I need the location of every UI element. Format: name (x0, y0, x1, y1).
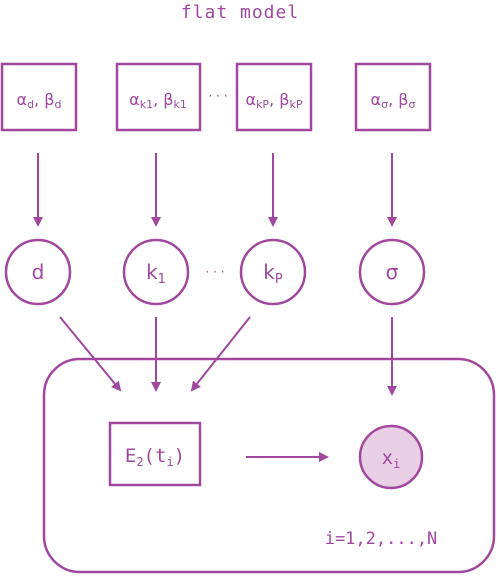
diagram-title: flat model (181, 2, 299, 23)
latent-label-sigma: σ (386, 260, 399, 284)
latent-node-kP (239, 238, 307, 306)
arrow-d-to-E2 (59, 316, 122, 392)
latent-label-d: d (32, 260, 45, 284)
prior-box-k1 (115, 62, 202, 132)
latent-ellipsis: · · · (205, 265, 224, 279)
prior-box-d (0, 62, 78, 132)
prior-box-kP (235, 62, 313, 132)
prior-label-d: αd, βd (17, 90, 62, 111)
plate-index-label: i=1,2,...,N (325, 529, 438, 549)
prior-box-sigma (354, 62, 432, 132)
prior-label-sigma: ασ, βσ (371, 90, 416, 111)
arrow-kP-to-E2 (190, 316, 251, 392)
observed-node-x (358, 424, 424, 490)
latent-label-kP: kP (263, 260, 283, 287)
latent-node-sigma (358, 238, 426, 306)
E2-label: E2(ti) (125, 445, 185, 469)
prior-ellipsis: · · · (208, 89, 227, 103)
prior-label-kP: αkP, βkP (246, 90, 303, 111)
plate (42, 357, 496, 574)
latent-label-k1: k1 (146, 260, 166, 287)
E2-node (108, 421, 202, 487)
latent-node-d (4, 238, 72, 306)
prior-label-k1: αk1, βk1 (129, 90, 187, 111)
observed-label-x: xi (382, 447, 401, 471)
latent-node-k1 (122, 238, 190, 306)
